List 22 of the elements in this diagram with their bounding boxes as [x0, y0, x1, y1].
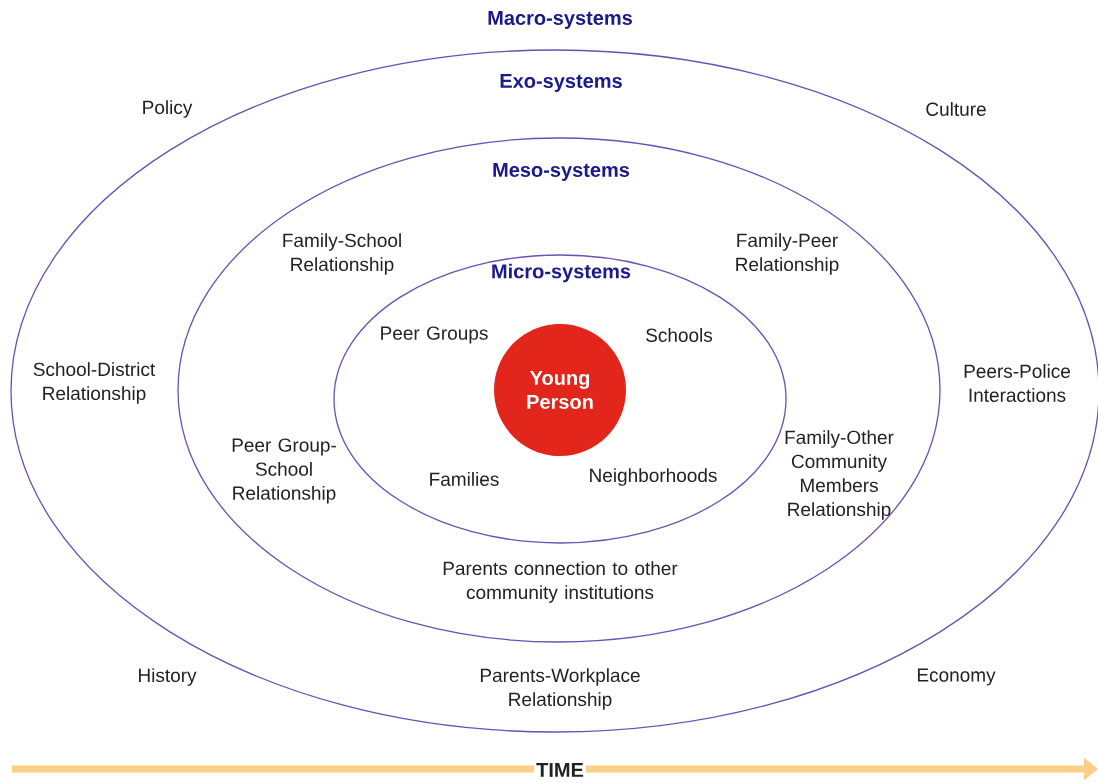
- layer-heading: Meso-systems: [493, 163, 630, 181]
- layer-heading: Exo-systems: [500, 74, 622, 92]
- layer-item: Neighborhoods: [590, 468, 717, 486]
- layer-item: Parents-Workplace Relationship: [480, 668, 640, 710]
- center-label: Young Person: [527, 371, 593, 409]
- layer-heading: Micro-systems: [492, 263, 631, 283]
- layer-item: Peer Group-School Relationship: [232, 438, 336, 504]
- layer-item: Families: [430, 472, 499, 486]
- layer-heading: Macro-systems: [488, 11, 632, 29]
- layer-item: Peers-Police Interactions: [964, 364, 1070, 402]
- axis-label: TIME: [534, 761, 586, 779]
- layer-item: Family-Other Community Members Relationship: [785, 430, 894, 520]
- layer-item: Family-Peer Relationship: [736, 233, 839, 275]
- layer-item: Peer Groups: [381, 326, 488, 344]
- layer-item: Economy: [917, 668, 996, 686]
- layer-item: History: [139, 668, 197, 686]
- layer-item: Parents connection to other community institutions: [443, 561, 678, 603]
- layer-item: Family-School Relationship: [283, 233, 401, 275]
- layer-item: School-District Relationship: [33, 362, 156, 404]
- layer-item: Policy: [143, 100, 193, 118]
- layer-item: Schools: [646, 328, 713, 342]
- layer-item: Culture: [926, 102, 986, 116]
